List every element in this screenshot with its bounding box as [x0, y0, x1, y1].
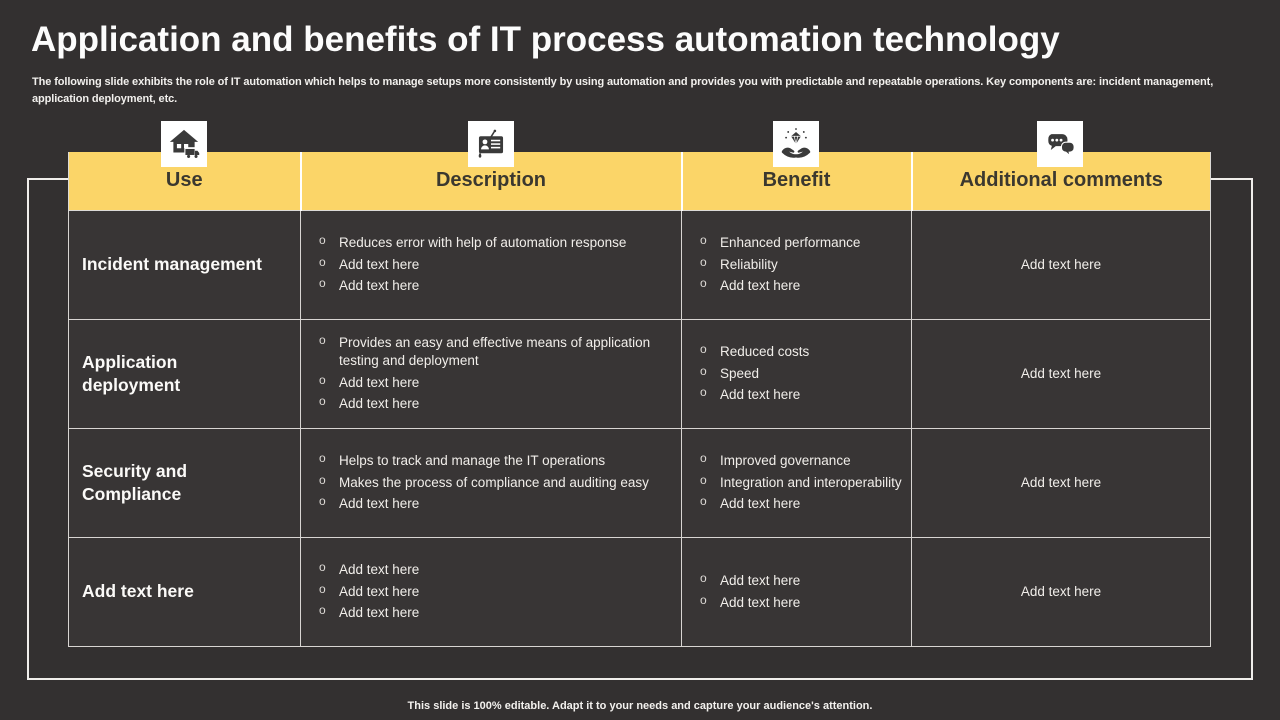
bullet-item: Speed: [698, 364, 903, 383]
bullet-item: Helps to track and manage the IT operati…: [317, 451, 673, 470]
description-cell: Provides an easy and effective means of …: [300, 318, 682, 429]
bullet-item: Add text here: [317, 373, 673, 392]
bullet-item: Reliability: [698, 255, 903, 274]
bullet-list: Helps to track and manage the IT operati…: [301, 451, 681, 513]
bullet-item: Add text here: [698, 494, 903, 513]
use-cell: Add text here: [68, 536, 301, 647]
bullet-item: Add text here: [317, 582, 673, 601]
table-row: Add text here Add text here Add text her…: [68, 536, 1211, 647]
description-cell: Add text here Add text here Add text her…: [300, 536, 682, 647]
column-header-benefit: Benefit: [680, 152, 912, 211]
bullet-list: Enhanced performance Reliability Add tex…: [682, 233, 911, 295]
bullet-item: Add text here: [317, 603, 673, 622]
bullet-list: Add text here Add text here Add text her…: [301, 560, 681, 622]
bullet-list: Provides an easy and effective means of …: [301, 333, 681, 413]
bullet-item: Add text here: [698, 571, 903, 590]
use-cell: Security and Compliance: [68, 427, 301, 538]
use-cell: Incident management: [68, 209, 301, 320]
chat-bubbles-icon: [1037, 121, 1083, 167]
bullet-item: Makes the process of compliance and audi…: [317, 473, 673, 492]
table-row: Security and Compliance Helps to track a…: [68, 427, 1211, 538]
bullet-item: Enhanced performance: [698, 233, 903, 252]
bullet-item: Add text here: [698, 276, 903, 295]
house-truck-icon: [161, 121, 207, 167]
benefit-cell: Enhanced performance Reliability Add tex…: [681, 209, 912, 320]
bullet-item: Add text here: [317, 394, 673, 413]
use-cell: Application deployment: [68, 318, 301, 429]
description-cell: Reduces error with help of automation re…: [300, 209, 682, 320]
bullet-item: Add text here: [317, 276, 673, 295]
comments-cell: Add text here: [911, 536, 1211, 647]
benefit-cell: Improved governance Integration and inte…: [681, 427, 912, 538]
bullet-item: Reduces error with help of automation re…: [317, 233, 673, 252]
bullet-item: Improved governance: [698, 451, 903, 470]
bullet-item: Add text here: [317, 255, 673, 274]
bullet-list: Add text here Add text here: [682, 571, 911, 612]
bullet-item: Add text here: [698, 593, 903, 612]
bullet-item: Integration and interoperability: [698, 473, 903, 492]
subtitle-text: The following slide exhibits the role of…: [32, 76, 1214, 106]
comments-cell: Add text here: [911, 427, 1211, 538]
footer-note: This slide is 100% editable. Adapt it to…: [407, 700, 873, 712]
page-title: Application and benefits of IT process a…: [31, 20, 1060, 59]
description-cell: Helps to track and manage the IT operati…: [300, 427, 682, 538]
bullet-list: Improved governance Integration and inte…: [682, 451, 911, 513]
hands-diamond-icon: [773, 121, 819, 167]
comments-cell: Add text here: [911, 318, 1211, 429]
table-row: Incident management Reduces error with h…: [68, 209, 1211, 320]
table-row: Application deployment Provides an easy …: [68, 318, 1211, 429]
bullet-item: Add text here: [317, 494, 673, 513]
benefit-cell: Reduced costs Speed Add text here: [681, 318, 912, 429]
bullet-list: Reduces error with help of automation re…: [301, 233, 681, 295]
bullet-item: Reduced costs: [698, 342, 903, 361]
id-card-icon: [468, 121, 514, 167]
bullet-list: Reduced costs Speed Add text here: [682, 342, 911, 404]
automation-table: Use Description Benefit Additional comme…: [68, 152, 1211, 647]
bullet-item: Add text here: [317, 560, 673, 579]
benefit-cell: Add text here Add text here: [681, 536, 912, 647]
comments-cell: Add text here: [911, 209, 1211, 320]
bullet-item: Add text here: [698, 385, 903, 404]
bullet-item: Provides an easy and effective means of …: [317, 333, 673, 370]
